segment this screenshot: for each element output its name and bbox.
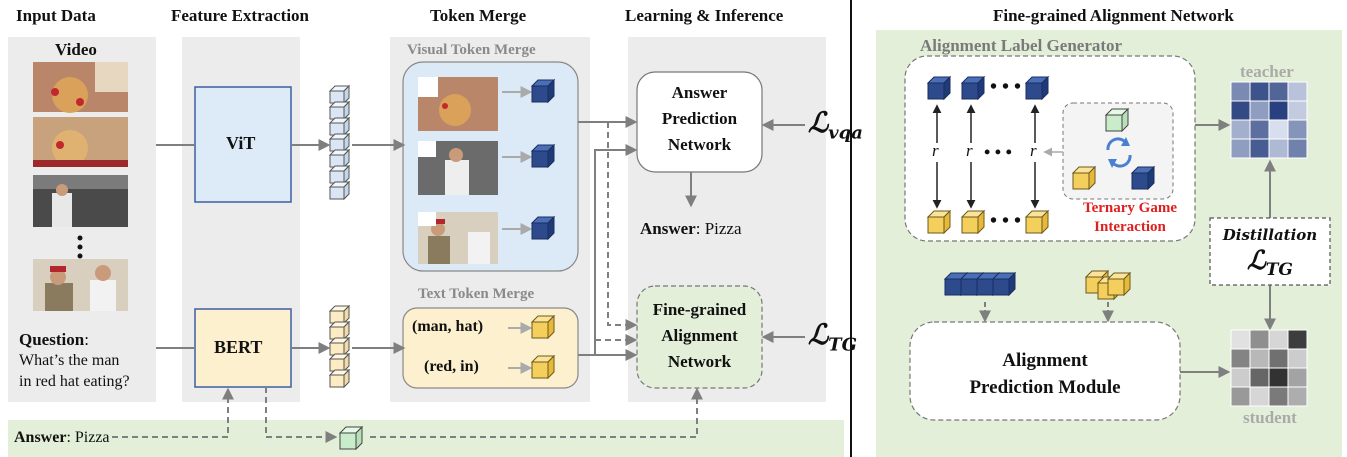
heatmap-cell [1230, 138, 1251, 159]
distillation-loss: ℒTG [1247, 246, 1293, 281]
merged-text-token [531, 355, 555, 379]
visual-merge-title: Visual Token Merge [407, 42, 536, 58]
video-label: Video [55, 40, 97, 59]
heatmap-cell [1268, 81, 1289, 102]
merged-visual-token [531, 79, 555, 103]
student-heatmap [1230, 329, 1308, 407]
r-label: r [966, 141, 973, 160]
r-label: r [932, 141, 939, 160]
heatmap-cell [1287, 119, 1308, 140]
distillation-box [1209, 217, 1331, 286]
heatmap-cell [1249, 100, 1270, 121]
vit-box [194, 86, 292, 203]
heatmap-cell [1249, 329, 1270, 350]
teacher-heatmap [1230, 81, 1308, 159]
heatmap-cell [1268, 119, 1289, 140]
dots-bottom: • • • [990, 210, 1022, 232]
heatmap-cell [1268, 348, 1289, 369]
heatmap-cell [1268, 367, 1289, 388]
heatmap-cell [1287, 81, 1308, 102]
cycle-icon [1106, 137, 1132, 168]
question-label: Question: [19, 330, 89, 349]
merge-pair-1: (man, hat) [412, 318, 484, 335]
question-line1: What’s the man [19, 352, 120, 369]
heatmap-cell [1230, 81, 1251, 102]
loss-tg: ℒTG [808, 318, 857, 356]
heatmap-cell [1230, 329, 1251, 350]
heatmap-cell [1230, 100, 1251, 121]
heatmap-cell [1287, 100, 1308, 121]
heatmap-cell [1230, 367, 1251, 388]
bert-label: BERT [214, 337, 263, 357]
heatmap-cell [1249, 119, 1270, 140]
heatmap-cell [1230, 386, 1251, 407]
merged-text-token [531, 315, 555, 339]
video-frames [33, 62, 128, 311]
prediction-module-box [909, 321, 1181, 421]
heatmap-cell [1249, 138, 1270, 159]
merge-frames [418, 77, 498, 264]
bert-box [194, 308, 292, 388]
question-line2: in red hat eating? [19, 373, 130, 390]
heatmap-cell [1287, 138, 1308, 159]
header-feature-extraction: Feature Extraction [171, 6, 310, 25]
bottom-answer: Answer: Pizza [14, 429, 110, 446]
header-fine-grained-network: Fine-grained Alignment Network [993, 6, 1234, 25]
header-token-merge: Token Merge [430, 6, 527, 25]
heatmap-cell [1287, 386, 1308, 407]
merged-visual-token [531, 144, 555, 168]
heatmap-cell [1287, 329, 1308, 350]
header-input-data: Input Data [16, 6, 96, 25]
heatmap-cell [1230, 348, 1251, 369]
text-token-stack [329, 305, 350, 388]
answer-bar [8, 420, 844, 457]
answer-token [339, 426, 363, 450]
student-label: student [1243, 408, 1297, 427]
heatmap-cell [1249, 81, 1270, 102]
generator-title: Alignment Label Generator [920, 36, 1123, 55]
heatmap-cell [1230, 119, 1251, 140]
header-learning-inference: Learning & Inference [625, 6, 784, 25]
loss-vqa: ℒvqa [808, 106, 863, 144]
heatmap-cell [1249, 348, 1270, 369]
dots-top: • • • [990, 76, 1022, 98]
heatmap-cell [1268, 386, 1289, 407]
merge-pair-2: (red, in) [424, 358, 479, 375]
heatmap-cell [1268, 100, 1289, 121]
heatmap-cell [1287, 367, 1308, 388]
visual-token-stack [329, 85, 350, 200]
token-group-blue [944, 272, 1016, 296]
heatmap-cell [1268, 138, 1289, 159]
text-merge-title: Text Token Merge [418, 286, 535, 302]
merged-visual-token [531, 216, 555, 240]
vit-label: ViT [226, 133, 256, 153]
r-label: r [1030, 141, 1037, 160]
answer-output: Answer: Pizza [640, 219, 742, 238]
heatmap-cell [1268, 329, 1289, 350]
dots-middle: • • • [984, 142, 1012, 162]
heatmap-cell [1249, 367, 1270, 388]
heatmap-cell [1249, 386, 1270, 407]
distillation-label: Distillation [1222, 226, 1318, 244]
teacher-label: teacher [1240, 62, 1294, 81]
heatmap-cell [1287, 348, 1308, 369]
